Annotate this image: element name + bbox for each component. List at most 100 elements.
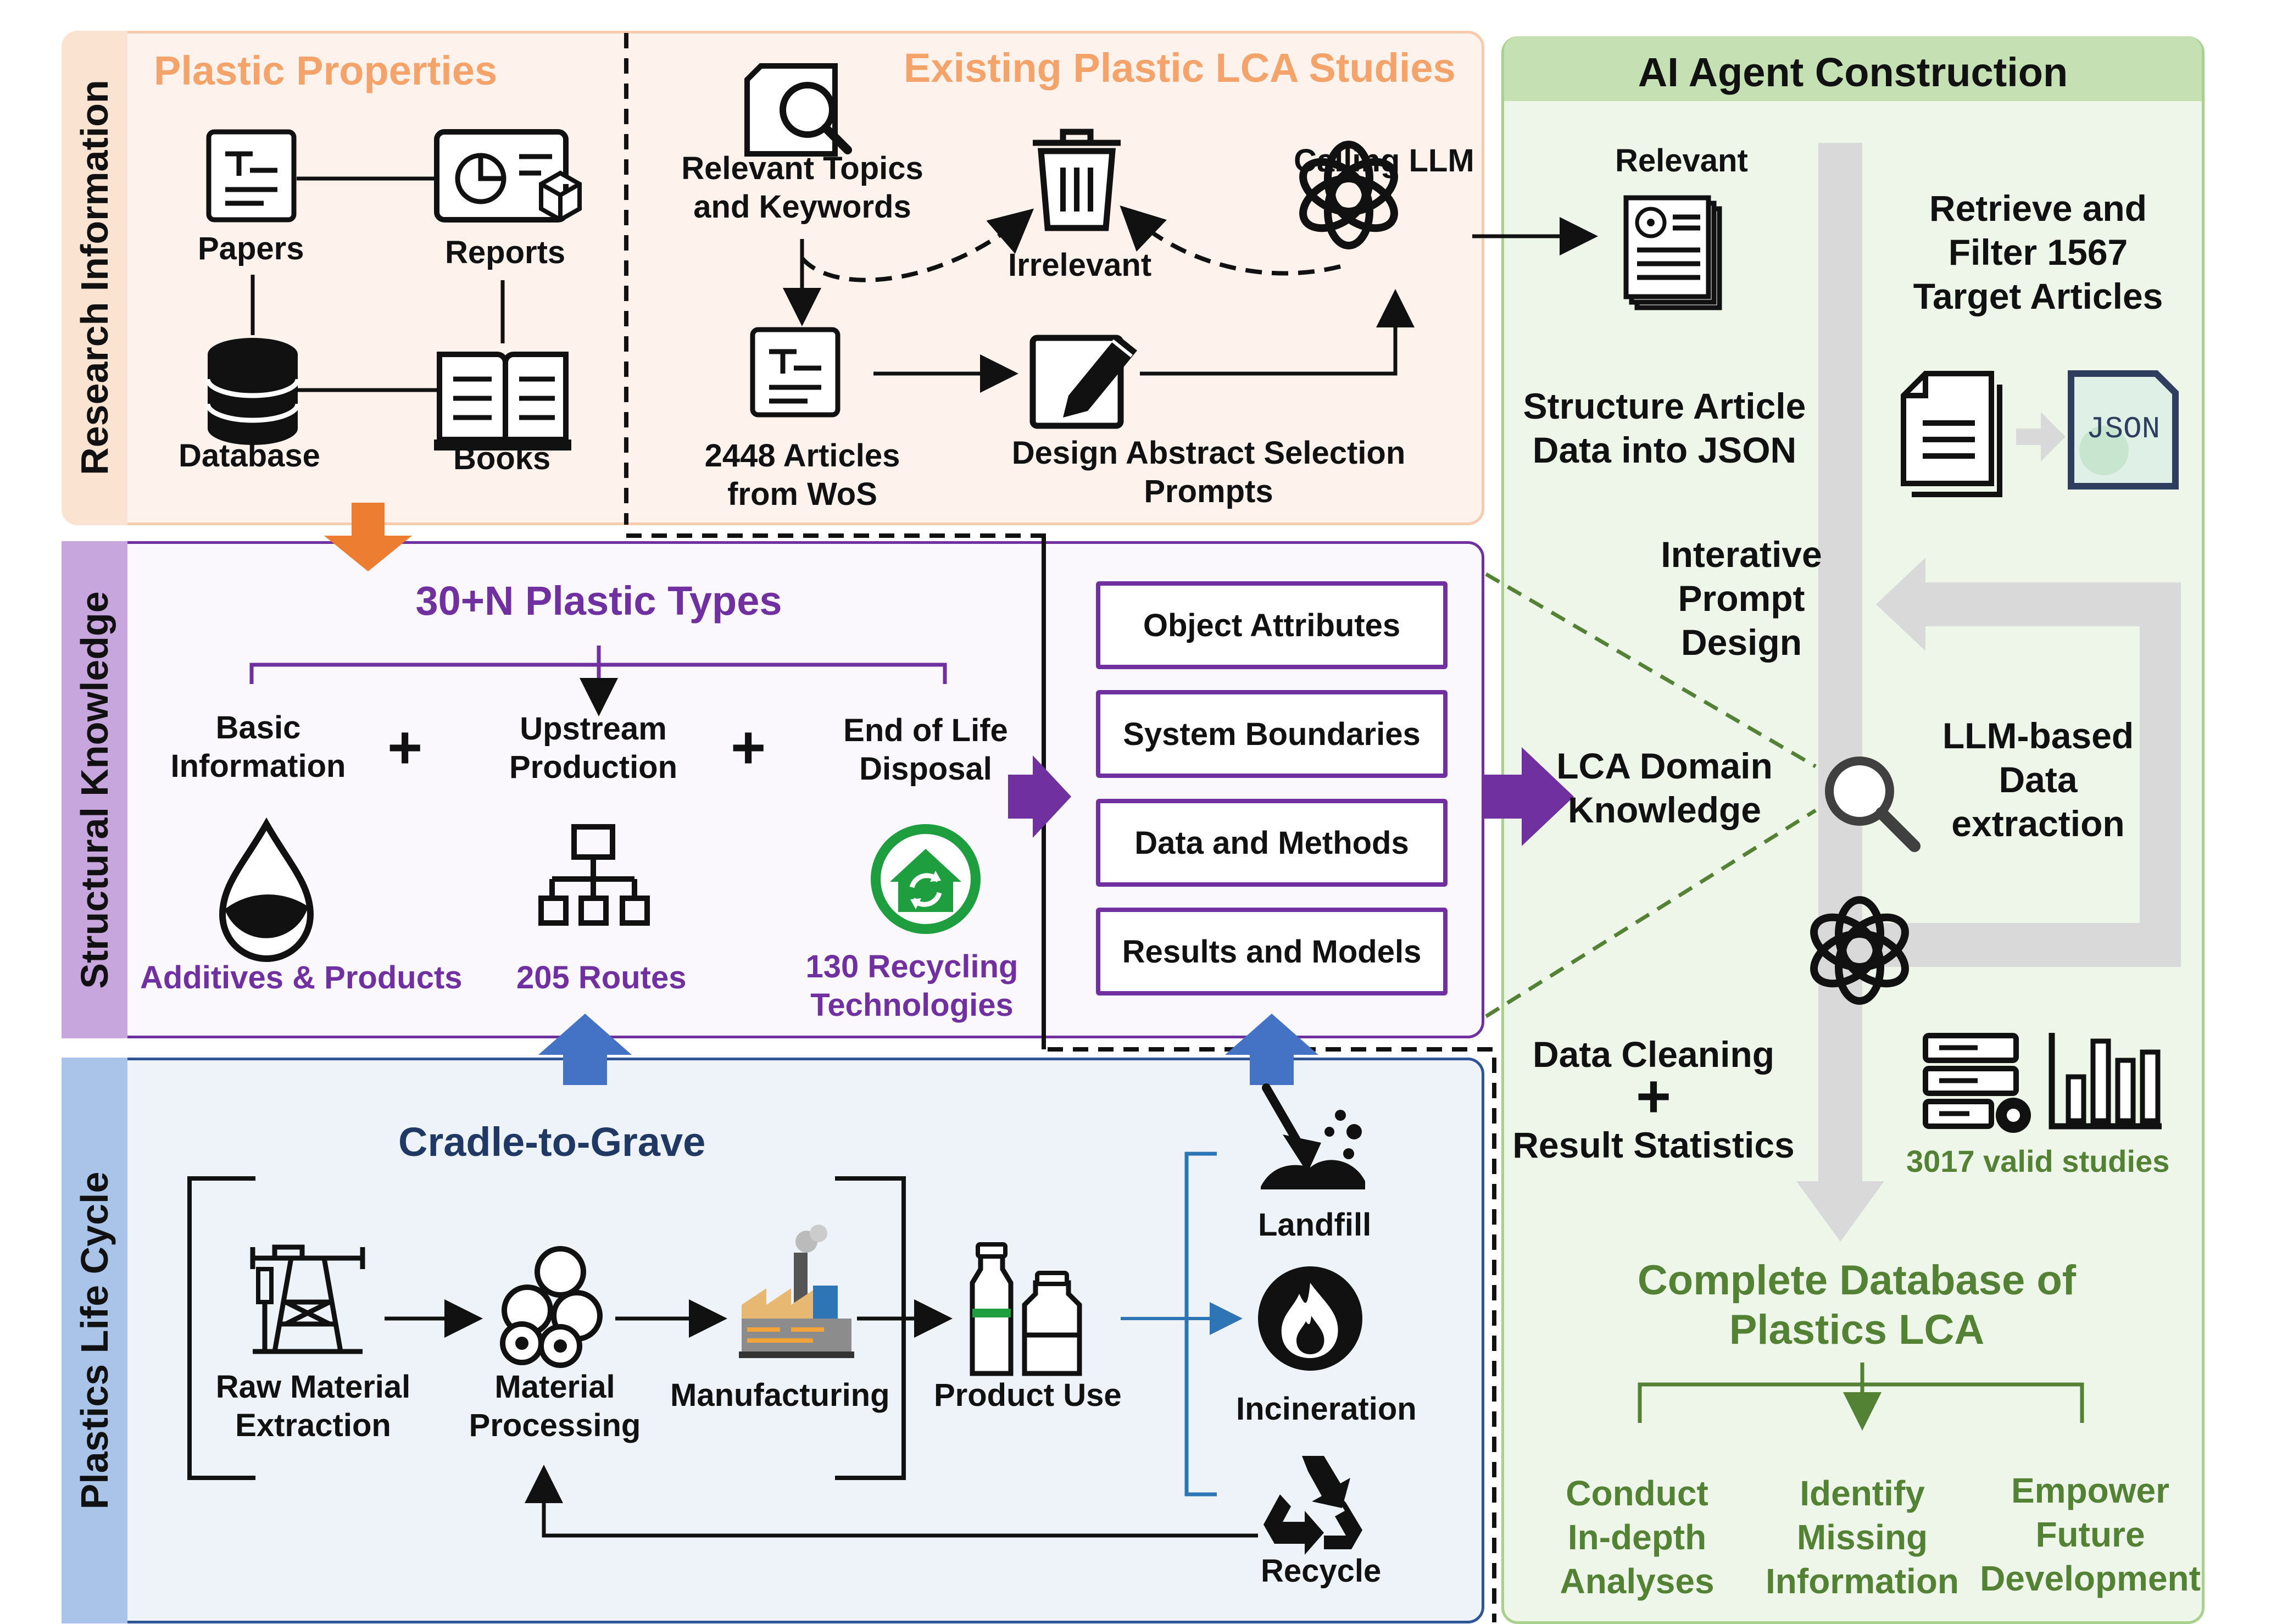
- magnifier-icon: [1825, 757, 1921, 852]
- server-icon: [1923, 1033, 2031, 1133]
- search-doc-icon: [744, 63, 852, 157]
- document-icon: [1901, 371, 2002, 497]
- books-icon: [434, 352, 571, 451]
- articles-line1: 2448 Articles: [704, 438, 900, 474]
- topics-line1: Relevant Topics: [681, 151, 923, 186]
- lca-line2: Knowledge: [1567, 789, 1761, 830]
- db-line1: Complete Database of: [1637, 1257, 2077, 1304]
- raw-line2: Extraction: [235, 1408, 391, 1443]
- llm-icon-2: [1810, 896, 1909, 1005]
- ai-plus: +: [1635, 1063, 1672, 1130]
- bar-chart-icon: [2049, 1033, 2162, 1130]
- retrieve-line3: Target Articles: [1913, 276, 2163, 316]
- routes-label: 205 Routes: [516, 960, 687, 995]
- relevant-label: Relevant: [1615, 143, 1748, 179]
- books-label: Books: [453, 441, 551, 476]
- iterative-line1: Interative: [1661, 534, 1822, 575]
- basic-line2: Information: [170, 748, 346, 784]
- statistics-label: Result Statistics: [1512, 1125, 1795, 1165]
- fire-icon: [1258, 1266, 1362, 1371]
- recycle-house-icon: [871, 824, 981, 934]
- out1-line3: Analyses: [1560, 1561, 1715, 1601]
- lifecycle-label-bar: [62, 1058, 127, 1623]
- cleaning-label: Data Cleaning: [1532, 1034, 1775, 1075]
- reports-label: Reports: [445, 235, 566, 270]
- out1-line1: Conduct: [1566, 1473, 1708, 1513]
- lifecycle-section-label: Plastics Life Cycle: [73, 1171, 116, 1510]
- structural-label-bar: [62, 541, 127, 1038]
- landfill-icon: [1261, 1083, 1365, 1189]
- out3-line2: Future: [2035, 1515, 2145, 1554]
- trash-icon: [1033, 129, 1121, 231]
- json-label: JSON: [2086, 411, 2161, 447]
- data-methods-box: Data and Methods: [1096, 799, 1448, 887]
- lca-line1: LCA Domain: [1556, 746, 1773, 786]
- out2-line3: Information: [1766, 1561, 1959, 1601]
- structure-line2: Data into JSON: [1532, 430, 1797, 470]
- calling-llm-label: Calling LLM: [1294, 143, 1474, 179]
- papers-label: Papers: [198, 231, 304, 266]
- upstream-line2: Production: [509, 749, 678, 785]
- out2-line2: Missing: [1796, 1517, 1928, 1557]
- process-flow-arrow: [1796, 143, 1884, 1242]
- ai-agent-title: AI Agent Construction: [1638, 49, 2068, 95]
- eol-line2: Disposal: [859, 751, 992, 787]
- material-line1: Material: [494, 1369, 615, 1405]
- articles-line2: from WoS: [727, 476, 877, 512]
- material-line2: Processing: [469, 1408, 641, 1443]
- raw-line1: Raw Material: [215, 1369, 411, 1405]
- oil-rig-icon: [250, 1244, 365, 1354]
- out3-line1: Empower: [2011, 1471, 2170, 1510]
- object-attributes-box: Object Attributes: [1096, 581, 1448, 669]
- research-label-bar: [62, 31, 127, 525]
- recycle-icon: [1263, 1456, 1362, 1555]
- structural-section-label: Structural Knowledge: [73, 591, 116, 989]
- retrieve-line1: Retrieve and: [1929, 188, 2147, 229]
- report-icon: [434, 129, 582, 223]
- hierarchy-icon: [538, 824, 650, 926]
- recycling-line1: 130 Recycling: [805, 949, 1018, 985]
- topics-line2: and Keywords: [693, 189, 911, 225]
- upstream-line1: Upstream: [520, 711, 667, 747]
- schema-dashed-box: [626, 533, 1496, 1622]
- irrelevant-label: Irrelevant: [1008, 247, 1152, 283]
- incineration-label: Incineration: [1236, 1391, 1417, 1427]
- landfill-label: Landfill: [1258, 1207, 1372, 1243]
- structure-line1: Structure Article: [1523, 386, 1806, 426]
- valid-studies-label: 3017 valid studies: [1906, 1144, 2170, 1178]
- recycle-label: Recycle: [1261, 1553, 1382, 1589]
- recycling-line2: Technologies: [810, 987, 1014, 1023]
- json-icon: [2068, 370, 2179, 490]
- llm-line2: Data: [1999, 759, 2078, 800]
- cradle-to-grave-title: Cradle-to-Grave: [398, 1119, 706, 1165]
- db-line2: Plastics LCA: [1729, 1306, 1985, 1353]
- ai-agent-header: [1504, 36, 2202, 101]
- blue-up-arrow-left: [538, 1014, 632, 1085]
- research-section-label: Research Information: [73, 80, 116, 475]
- articles-stack-icon: [1623, 195, 1722, 310]
- out3-line3: Development: [1980, 1559, 2201, 1598]
- orange-down-arrow: [324, 503, 412, 571]
- database-icon: [205, 338, 300, 445]
- iterative-line3: Design: [1680, 622, 1802, 663]
- plus-2: +: [731, 714, 766, 781]
- results-models-box: Results and Models: [1096, 908, 1448, 995]
- lca-studies-title: Existing Plastic LCA Studies: [904, 45, 1456, 91]
- paper-icon: [206, 129, 297, 223]
- blue-up-arrow-right: [1225, 1014, 1318, 1085]
- eol-line1: End of Life: [843, 713, 1008, 748]
- system-boundaries-box: System Boundaries: [1096, 690, 1448, 778]
- factory-icon: [739, 1225, 854, 1358]
- iterative-line2: Prompt: [1678, 578, 1805, 619]
- bottles-icon: [970, 1242, 1082, 1376]
- article-icon: [750, 327, 841, 418]
- out2-line1: Identify: [1800, 1473, 1925, 1513]
- plus-1: +: [387, 714, 423, 781]
- llm-line3: extraction: [1951, 803, 2125, 844]
- prompts-line1: Design Abstract Selection: [1011, 435, 1406, 471]
- manufacturing-label: Manufacturing: [670, 1377, 890, 1413]
- edit-icon: [1029, 335, 1137, 429]
- retrieve-line2: Filter 1567: [1948, 232, 2128, 272]
